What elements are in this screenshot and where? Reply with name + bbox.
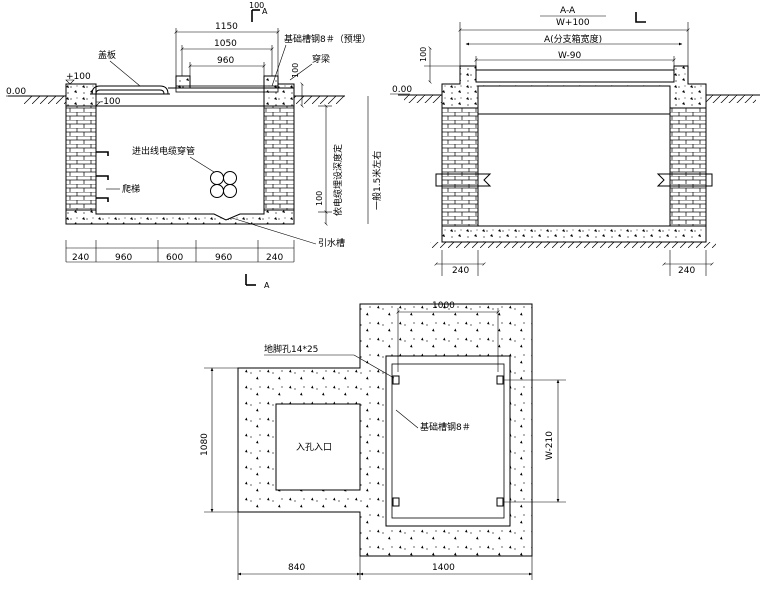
svg-text:1050: 1050 <box>214 39 237 49</box>
aa-bottom-slab <box>441 225 707 243</box>
channel-steel <box>175 85 279 93</box>
svg-text:960: 960 <box>217 56 234 66</box>
aa-left-wall <box>441 107 479 227</box>
svg-text:1150: 1150 <box>215 22 238 32</box>
level-ground-text: 0.00 <box>6 87 26 97</box>
manhole-label: 入孔入口 <box>296 442 332 453</box>
aa-level-ground: 0.00 <box>392 85 412 95</box>
ladder <box>96 151 109 202</box>
dim-bottom-0: 240 <box>72 253 89 263</box>
label-drain: 引水槽 <box>318 237 345 249</box>
aa-cover-plate <box>475 69 675 83</box>
ground-line-right <box>292 95 345 104</box>
dim-plan-1080: 1080 <box>200 367 238 513</box>
cover-plate <box>90 85 170 95</box>
level-plus-marker <box>65 79 75 85</box>
label-ladder: 爬梯 <box>122 183 140 195</box>
right-brick-wall <box>263 105 295 211</box>
svg-text:A(分支箱宽度): A(分支箱宽度) <box>544 33 602 45</box>
bottom-slab <box>65 209 295 225</box>
aa-right-wall <box>669 107 707 227</box>
cable-pipes <box>210 171 237 198</box>
label-plan-channel: 基础槽钢8＃ <box>420 421 471 433</box>
svg-text:W-90: W-90 <box>558 51 582 61</box>
svg-text:1000: 1000 <box>432 301 455 311</box>
dims-bottom: 240 960 600 960 240 <box>65 240 295 263</box>
dim-depth: 依电缆埋设深度定 一般1.5米左右 <box>318 96 383 224</box>
level-plus-text: +100 <box>66 72 91 82</box>
depth-general-text: 一般1.5米左右 <box>371 151 383 210</box>
svg-text:W-210: W-210 <box>545 431 555 460</box>
left-cap-block <box>65 83 97 107</box>
svg-text:240: 240 <box>452 266 469 276</box>
section-marker-top: 100 A <box>249 1 268 22</box>
aa-pit <box>477 85 671 227</box>
dim-960-top: 960 <box>188 56 266 76</box>
label-cable-pipe: 进出线电缆穿管 <box>132 145 195 157</box>
dim-w90: W-90 <box>474 51 676 68</box>
aa-left-sleeve <box>435 173 492 187</box>
label-beam: 穿梁 <box>312 53 330 65</box>
svg-text:100: 100 <box>315 191 324 206</box>
box-channel-frame <box>391 363 505 519</box>
section-view: 0.00 +100 -100 <box>6 1 383 290</box>
aa-dim-240-right: 240 <box>662 250 714 276</box>
plan-view: 入孔入口 地脚孔14*25 基础槽钢8＃ 1000 1080 <box>200 301 566 580</box>
svg-text:1080: 1080 <box>200 433 210 456</box>
dim-w100 <box>458 22 690 68</box>
aa-section-mark <box>635 12 646 23</box>
dim-plan-840: 840 <box>237 512 361 580</box>
svg-text:A: A <box>262 7 268 16</box>
dim-bottom-1: 960 <box>115 253 132 263</box>
aa-right-sleeve <box>656 173 713 187</box>
depth-by-cable-text: 依电缆埋设深度定 <box>332 144 344 216</box>
dim-1050: 1050 <box>180 39 274 76</box>
dim-plan-1000: 1000 <box>396 301 500 372</box>
aa-dim-240-left: 240 <box>434 250 486 276</box>
svg-text:1400: 1400 <box>432 563 455 573</box>
manhole-opening <box>275 403 361 491</box>
aa-title: A-A <box>560 6 576 16</box>
dim-a: A(分支箱宽度) <box>465 33 683 46</box>
label-cover: 盖板 <box>98 49 116 61</box>
label-anchor-hole: 地脚孔14*25 <box>264 343 318 355</box>
aa-view: A-A W+100 A(分支箱宽度) W-90 100 0.00 <box>390 6 760 276</box>
svg-text:840: 840 <box>288 563 305 573</box>
svg-text:100: 100 <box>291 63 300 78</box>
dim-bottom-2: 600 <box>166 253 183 263</box>
dim-100-side: 100 <box>291 63 304 108</box>
dim-100-drain: 100 <box>315 191 328 226</box>
left-brick-wall <box>65 105 97 211</box>
dim-bottom-4: 240 <box>266 253 283 263</box>
anchor-holes <box>392 375 504 507</box>
dim-aa-100: 100 <box>419 46 464 84</box>
dim-bottom-3: 960 <box>215 253 232 263</box>
dim-plan-1400: 1400 <box>359 556 533 580</box>
level-minus-text: -100 <box>100 97 121 107</box>
svg-text:240: 240 <box>678 266 695 276</box>
svg-text:100: 100 <box>249 1 264 10</box>
svg-text:A: A <box>264 281 270 290</box>
aa-subtitle: W+100 <box>556 18 590 28</box>
section-marker-bottom: A <box>245 274 270 290</box>
svg-text:100: 100 <box>419 47 428 62</box>
label-channel: 基础槽钢8＃（预埋） <box>284 33 371 45</box>
dim-plan-w210: W-210 <box>504 379 566 503</box>
ground-line-left <box>8 95 66 104</box>
